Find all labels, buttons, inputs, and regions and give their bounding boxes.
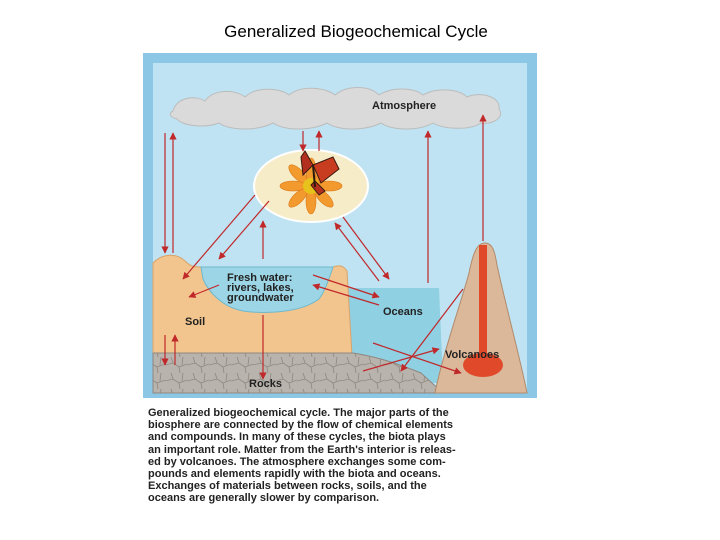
figure-caption: Generalized biogeochemical cycle. The ma… — [148, 407, 534, 505]
label-fresh-water: Fresh water: rivers, lakes, groundwater — [227, 272, 294, 304]
arrow-biota-to-ocean — [342, 216, 390, 280]
arrow-lake-to-ocean — [312, 274, 380, 299]
magma-chamber — [463, 353, 503, 377]
label-volcanoes: Volcanoes — [445, 349, 500, 361]
arrow-ocean-to-biota — [334, 222, 380, 282]
arrow-ocean-to-volcano — [372, 342, 462, 375]
fresh-water-lake — [200, 266, 334, 313]
rock-layer — [152, 352, 445, 394]
butterfly-icon — [300, 150, 340, 196]
label-fresh-water-line: rivers, lakes, — [227, 282, 294, 294]
arrow-biota-to-soil — [182, 194, 256, 280]
label-rocks: Rocks — [249, 378, 283, 390]
slide-title: Generalized Biogeochemical Cycle — [224, 22, 488, 41]
label-atmosphere: Atmosphere — [372, 100, 437, 112]
arrow-biota-to-lake — [218, 200, 270, 260]
caption-line: biosphere are connected by the flow of c… — [148, 419, 454, 432]
caption-line: an important role. Matter from the Earth… — [148, 443, 456, 456]
arrow-ocean-to-lake — [312, 283, 380, 306]
label-oceans: Oceans — [383, 306, 423, 318]
label-fresh-water-line: groundwater — [227, 292, 294, 304]
lava-conduit — [479, 245, 487, 363]
caption-line: pounds and elements rapidly with the bio… — [148, 468, 441, 481]
caption-line: oceans are generally slower by compariso… — [148, 492, 380, 505]
label-soil: Soil — [185, 316, 206, 328]
arrow-rock-to-ocean — [362, 347, 440, 372]
arrow-volcano-to-ocean — [400, 288, 464, 372]
caption-line: Generalized biogeochemical cycle. The ma… — [148, 407, 449, 419]
arrow-lake-to-soil — [188, 284, 220, 298]
biogeochemical-figure: Atmosphere Fresh water: rivers, lakes, g… — [143, 53, 537, 513]
caption-line: ed by volcanoes. The atmosphere exchange… — [148, 455, 446, 468]
atmosphere-cloud — [169, 87, 501, 130]
cycle-diagram — [143, 53, 537, 398]
caption-line: and compounds. In many of these cycles, … — [148, 431, 446, 444]
label-fresh-water-line: Fresh water: — [227, 272, 293, 284]
caption-line: Exchanges of materials between rocks, so… — [148, 480, 427, 493]
